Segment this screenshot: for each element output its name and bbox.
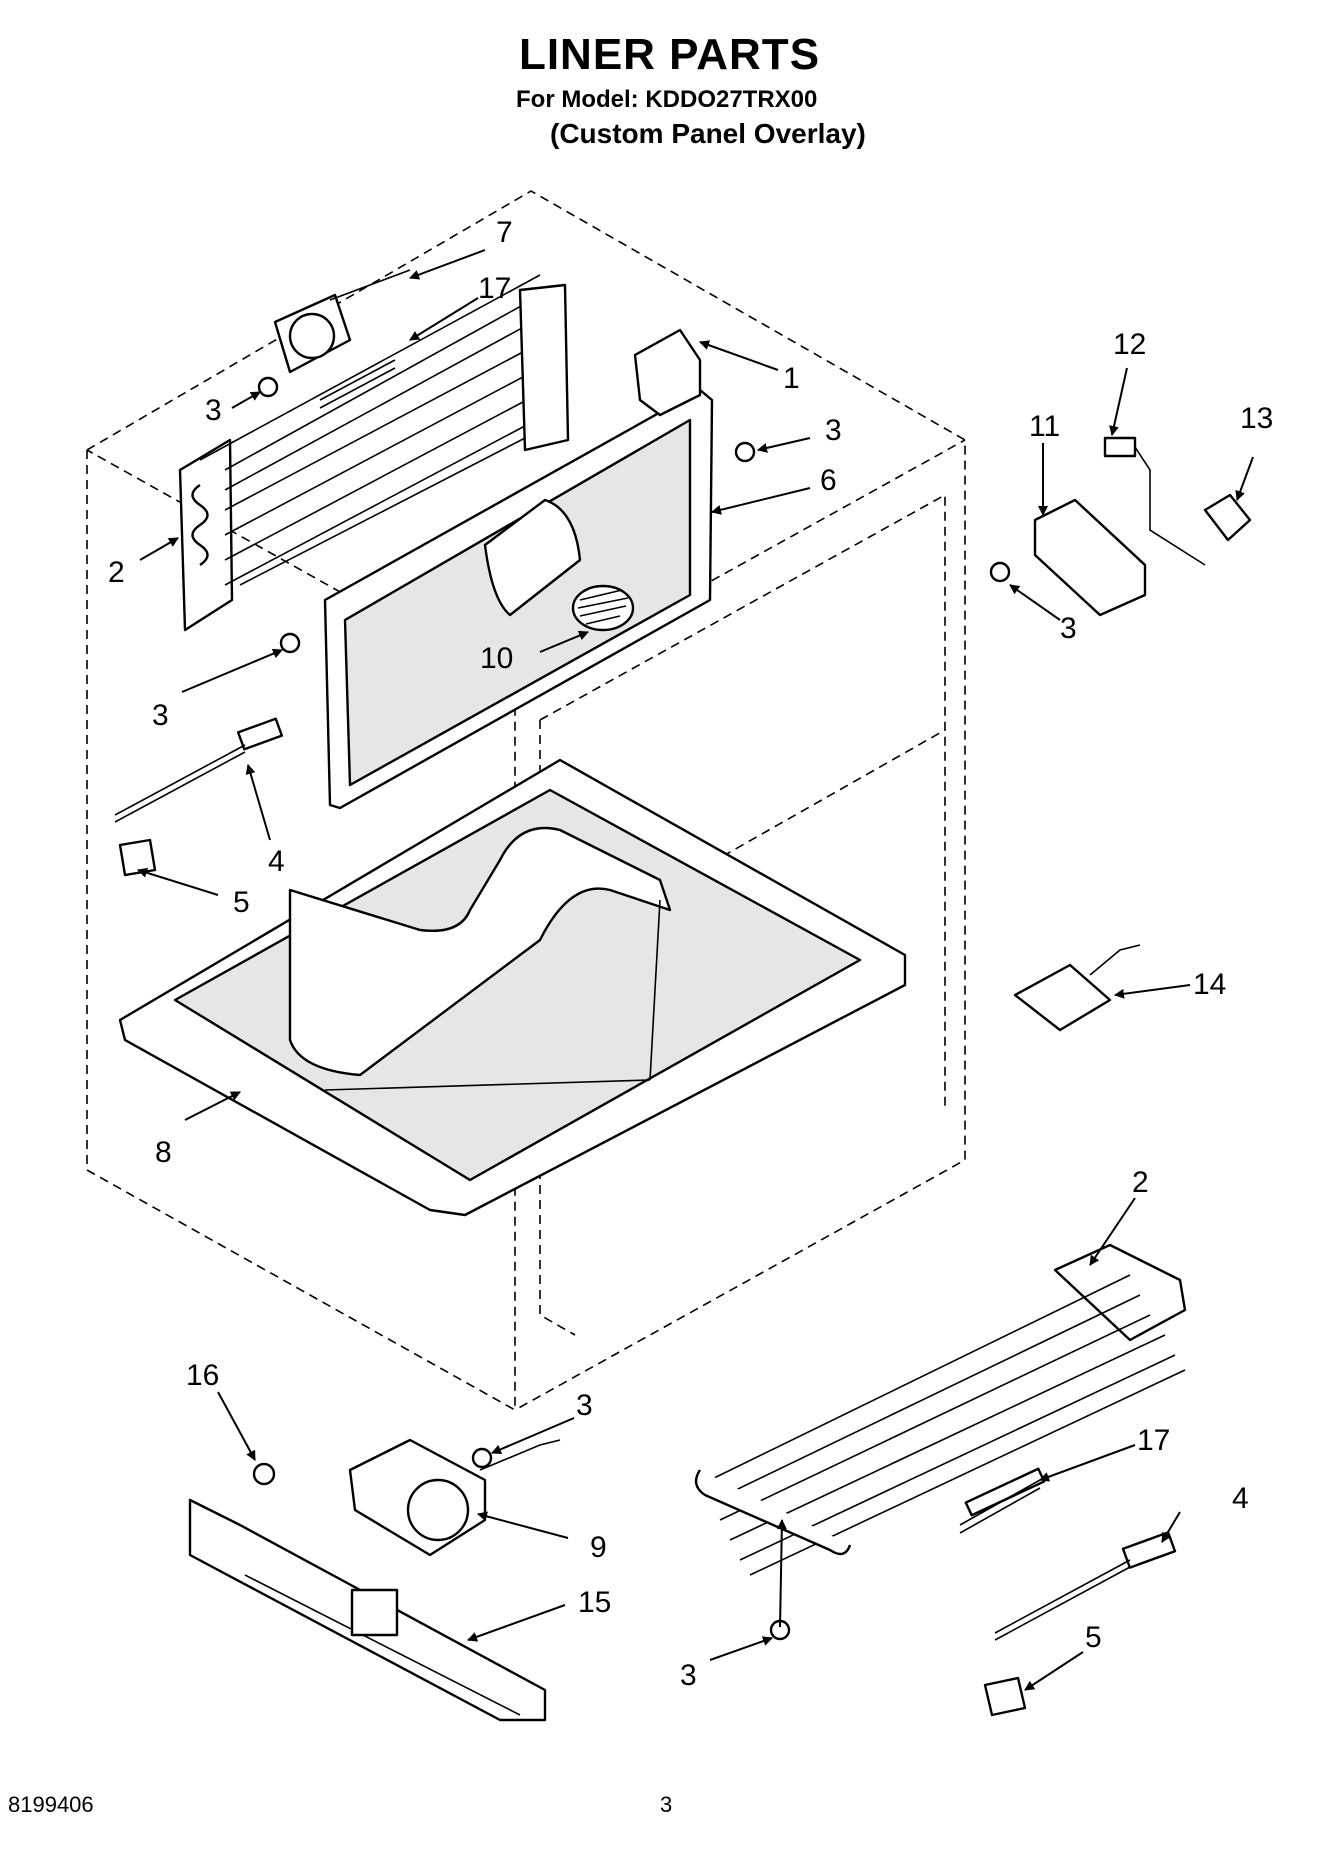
callout-4-left: 4	[268, 845, 285, 878]
callout-4-right: 4	[1232, 1482, 1249, 1515]
bracket-part-1	[633, 328, 702, 417]
page-number: 3	[660, 1792, 673, 1817]
rear-panel-part-6	[323, 388, 714, 810]
callout-5-left: 5	[233, 886, 250, 919]
callout-5-right: 5	[1085, 1621, 1102, 1654]
fan-assembly-part-7	[273, 269, 411, 374]
wire-harness-part-12	[1103, 436, 1206, 566]
model-variant: (Custom Panel Overlay)	[550, 118, 866, 149]
document-number: 8199406	[8, 1792, 94, 1817]
model-number: For Model: KDDO27TRX00	[516, 86, 818, 113]
floor-liner-part-8	[118, 758, 907, 1217]
callout-16: 16	[186, 1359, 219, 1392]
callout-10: 10	[480, 642, 513, 675]
callout-15: 15	[578, 1586, 611, 1619]
slide-rail-part-15	[188, 1498, 547, 1722]
leader-lines	[137, 249, 1254, 1691]
evaporator-coil-part-2-upper	[178, 274, 570, 632]
callout-7: 7	[496, 216, 513, 249]
callout-3-e: 3	[576, 1389, 593, 1422]
sensor-part-17-upper	[319, 359, 396, 409]
clip-part-5-right	[983, 1676, 1027, 1717]
fan-assembly-part-9	[348, 1438, 561, 1557]
callout-11: 11	[1029, 410, 1060, 443]
thermistor-part-4-left	[114, 717, 284, 823]
screws-part-3	[257, 376, 1011, 1641]
sensor-part-17-lower	[959, 1479, 1041, 1534]
callout-17-upper: 17	[478, 272, 511, 305]
control-box-part-11	[1033, 498, 1147, 617]
screw-part-16	[252, 1462, 276, 1486]
callout-2-upper: 2	[108, 556, 125, 589]
evaporator-coil-part-2-lower	[694, 1243, 1187, 1576]
callout-1: 1	[783, 362, 800, 395]
callout-3-f: 3	[680, 1659, 697, 1692]
callout-8: 8	[155, 1136, 172, 1169]
clip-part-13	[1203, 493, 1252, 542]
callout-3-c: 3	[152, 699, 169, 732]
callout-12: 12	[1113, 328, 1146, 361]
callout-17-lower: 17	[1137, 1424, 1170, 1457]
callout-3-d: 3	[1060, 612, 1077, 645]
callout-2-lower: 2	[1132, 1166, 1149, 1199]
callout-3-a: 3	[205, 394, 222, 427]
callout-3-b: 3	[825, 414, 842, 447]
callout-6: 6	[820, 464, 837, 497]
page-title: LINER PARTS	[518, 30, 821, 79]
clip-part-5-left	[118, 838, 157, 877]
fan-motor-part-14	[1013, 944, 1141, 1032]
callout-9: 9	[590, 1531, 607, 1564]
callout-13: 13	[1240, 402, 1273, 435]
callout-14: 14	[1193, 968, 1226, 1001]
